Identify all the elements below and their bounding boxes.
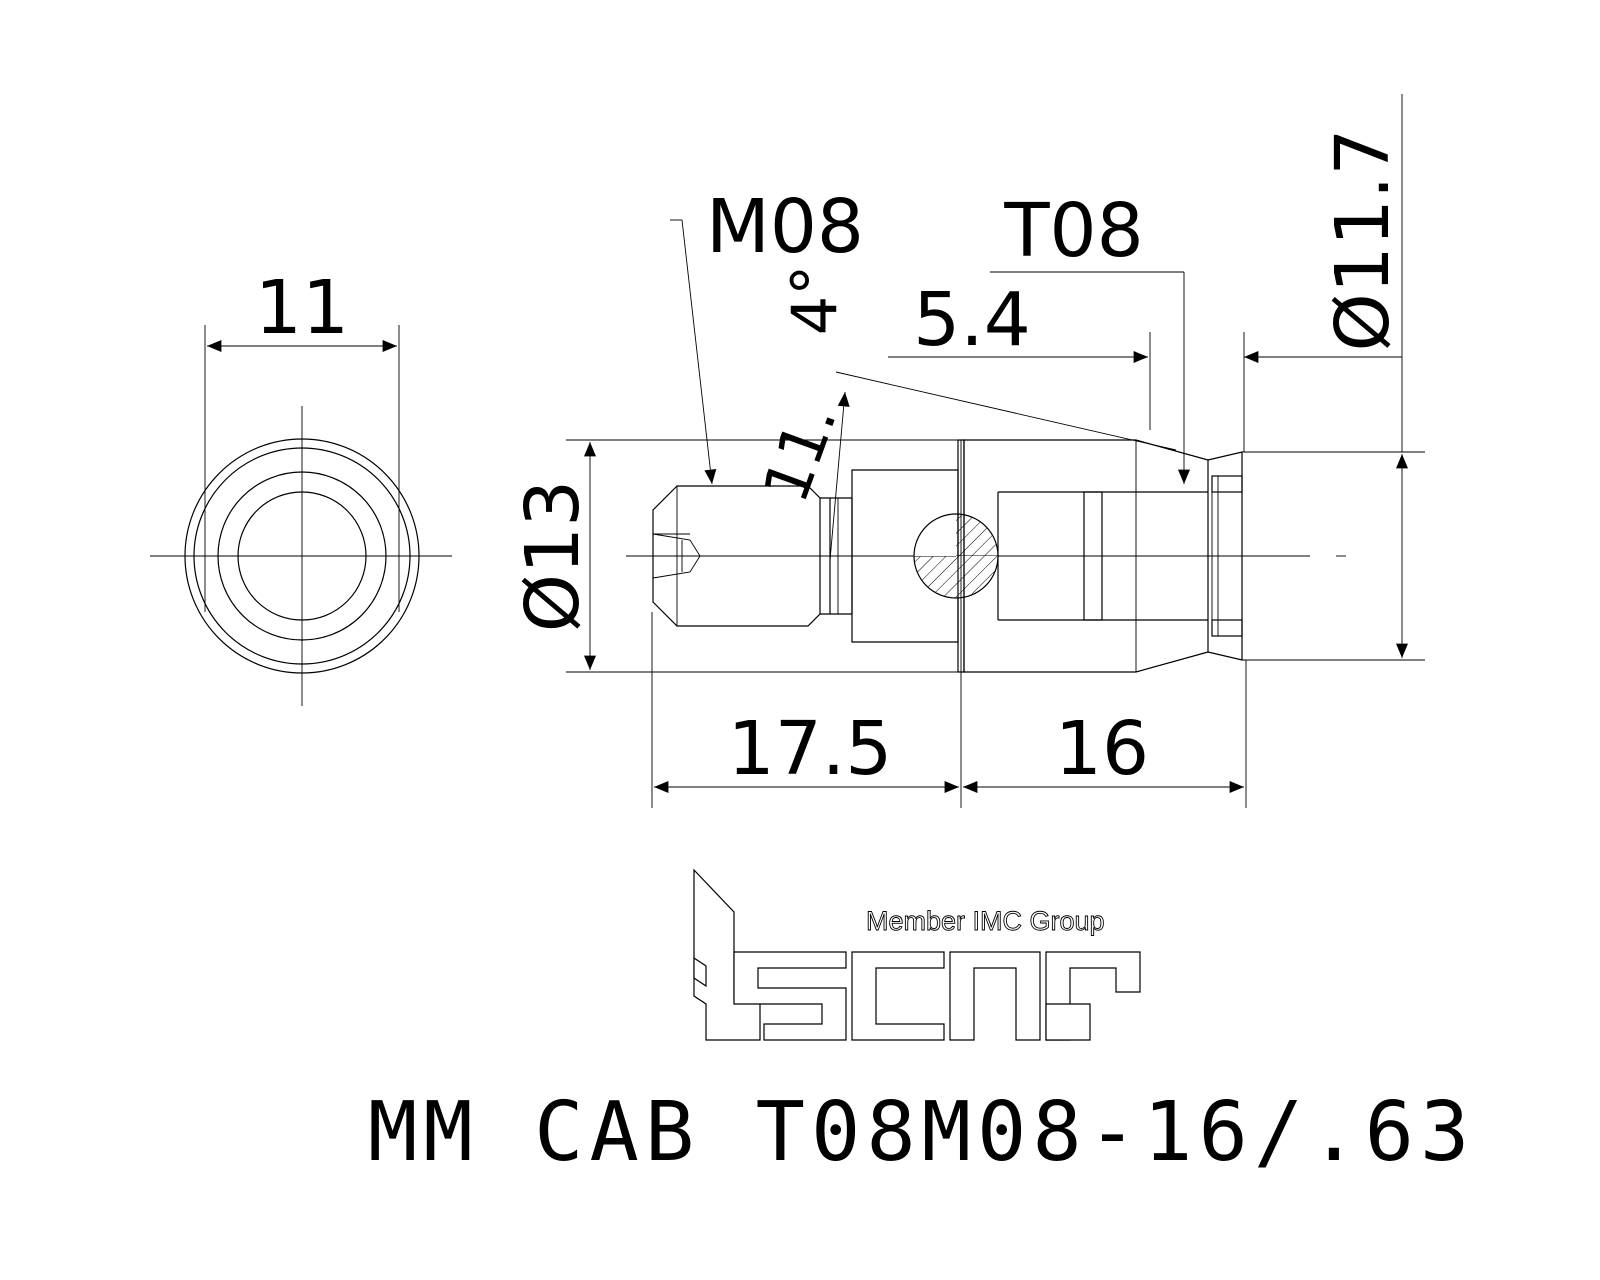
end-view-bore-circle — [237, 491, 367, 621]
cross-hole-quadrant — [956, 556, 998, 598]
angle-line — [835, 371, 1177, 451]
end-view-outer-circle — [184, 438, 420, 674]
iscar-logo: Member IMC Group — [693, 868, 1141, 1041]
t08-label: T08 — [1003, 188, 1143, 274]
dim-11-label: 11 — [255, 265, 349, 351]
side-view: Ø13 Ø11.7 5.4 T08 M08 4° 11. 17.5 16 — [510, 94, 1425, 808]
thread-body — [652, 485, 821, 627]
cross-hole-cut-1 — [914, 514, 956, 556]
end-view: 11 — [150, 265, 452, 706]
logo-letter-r-foot — [1045, 1003, 1091, 1041]
bore-slot — [1083, 491, 1103, 621]
dim-16-label: 16 — [1055, 706, 1149, 792]
dim-13-label: Ø13 — [510, 480, 596, 632]
m08-label: M08 — [706, 184, 864, 270]
logo-letter-c — [851, 951, 945, 1041]
end-view-outer-circle-2 — [193, 447, 411, 665]
logo-letter-a — [949, 951, 1041, 1041]
logo-letter-i-dot — [693, 956, 707, 988]
part-title: MM CAB T08M08-16/.63 — [368, 1085, 1475, 1180]
dim-5-4-label: 5.4 — [913, 277, 1031, 363]
logo-wordmark — [693, 868, 1141, 1041]
dim-17-5-label: 17.5 — [728, 706, 893, 792]
m08-leader — [681, 219, 717, 485]
angle-label: 4° — [778, 265, 851, 335]
logo-letter-i — [693, 868, 761, 1041]
logo-tagline: Member IMC Group — [866, 906, 1105, 936]
end-ring — [1207, 451, 1243, 661]
end-ring-step-top — [1211, 475, 1243, 493]
end-ring-step-bottom — [1211, 619, 1243, 637]
logo-letter-s — [733, 951, 847, 1041]
angle-arrow — [829, 391, 850, 561]
end-view-inner-circle — [217, 471, 387, 641]
dim-11-7-label: Ø11.7 — [1320, 128, 1406, 351]
drill-tip — [652, 533, 701, 579]
internal-bore — [997, 491, 1208, 621]
